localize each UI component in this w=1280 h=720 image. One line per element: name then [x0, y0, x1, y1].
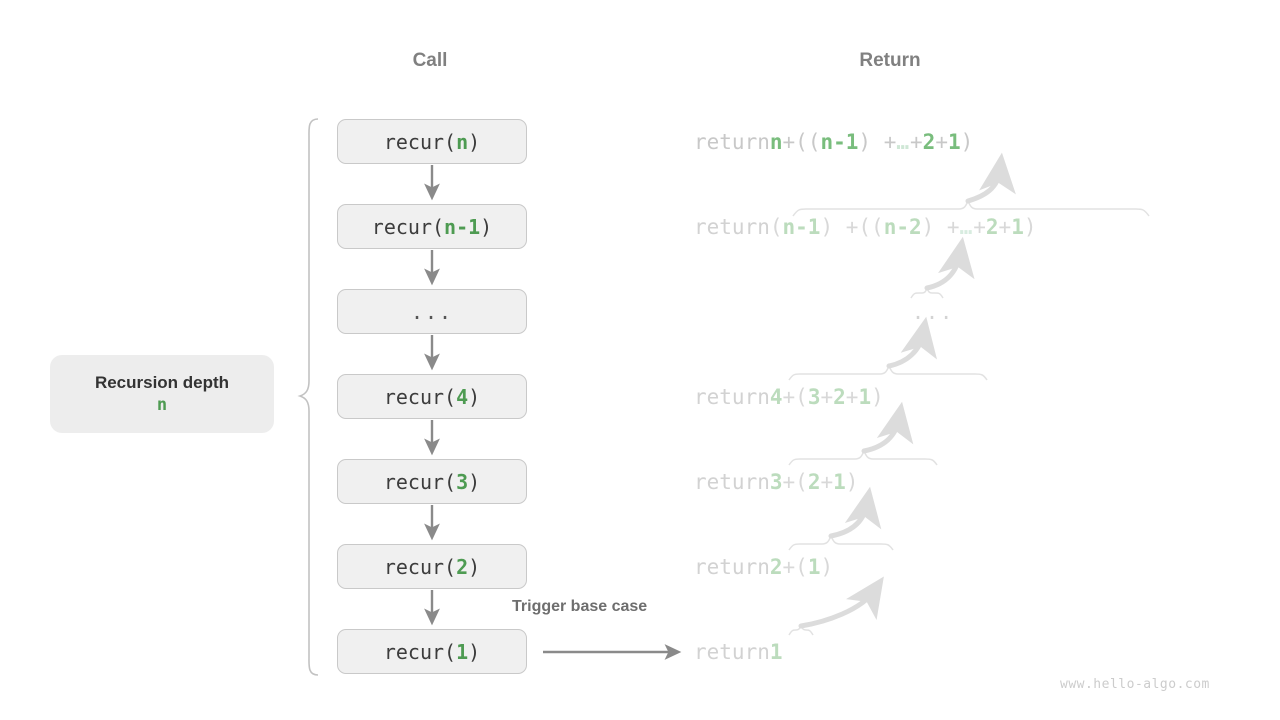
return-token: n [769, 130, 783, 154]
return-braces [788, 199, 1150, 636]
return-token: 1 [858, 385, 872, 409]
call-fn-name: recur( [383, 469, 457, 494]
return-line-3: return 4 + (3 + 2 + 1) [694, 380, 884, 414]
call-box-ellipsis: ... [337, 289, 527, 334]
call-box-1: recur(1) [337, 629, 527, 674]
return-token: + [973, 215, 986, 239]
recursion-depth-title: Recursion depth [94, 373, 230, 392]
return-token: + [845, 385, 859, 409]
return-token: 2 [922, 130, 936, 154]
call-paren-close: ) [468, 639, 481, 664]
call-fn-name: recur( [383, 554, 457, 579]
return-token: ) [1023, 215, 1037, 239]
return-token: ) [960, 130, 974, 154]
call-arg: 1 [456, 639, 469, 664]
return-token: ) + [858, 130, 897, 154]
return-token: ( [769, 215, 783, 239]
call-paren-close: ) [480, 214, 493, 239]
return-keyword: return [694, 555, 770, 579]
return-line-1: return n + ((n-1) + … + 2 + 1) [694, 125, 973, 159]
return-ellipsis: ... [912, 300, 955, 324]
call-box-3: recur(3) [337, 459, 527, 504]
return-keyword: return [694, 215, 770, 239]
return-line-4: return 3 + (2 + 1) [694, 465, 858, 499]
return-keyword: return [694, 640, 770, 664]
return-token: + [820, 470, 834, 494]
call-paren-close: ) [468, 129, 481, 154]
return-token: n-1 [820, 130, 859, 154]
return-keyword: return [694, 385, 770, 409]
return-token: + [782, 470, 796, 494]
call-fn-name: recur( [383, 129, 457, 154]
recursion-depth-brace [297, 118, 319, 676]
return-keyword: return [694, 130, 770, 154]
watermark: www.hello-algo.com [1060, 677, 1210, 692]
return-keyword: return [694, 470, 770, 494]
return-token: 3 [769, 470, 783, 494]
return-token: 2 [985, 215, 999, 239]
return-token: n-1 [782, 215, 821, 239]
return-token: + [782, 130, 796, 154]
call-box-ellipsis-text: ... [410, 299, 454, 324]
call-fn-name: recur( [383, 384, 457, 409]
return-line-6: return 1 [694, 635, 783, 669]
call-fn-name: recur( [383, 639, 457, 664]
column-header-call: Call [412, 50, 448, 71]
return-token: 1 [1011, 215, 1024, 239]
return-token: 2 [833, 385, 846, 409]
return-token: ( [795, 555, 808, 579]
return-token: 3 [807, 385, 821, 409]
return-token: 1 [769, 640, 783, 664]
call-box-2: recur(2) [337, 544, 527, 589]
call-box-4: recur(4) [337, 374, 527, 419]
return-token: + [782, 385, 796, 409]
column-header-return: Return [859, 50, 921, 71]
return-token: … [896, 130, 910, 154]
return-token: n-2 [883, 215, 922, 239]
call-fn-name: recur( [371, 214, 445, 239]
return-token: 1 [833, 470, 846, 494]
call-arg: n [456, 129, 469, 154]
return-token: + [998, 215, 1012, 239]
return-token: (( [858, 215, 884, 239]
return-token: ) [845, 470, 859, 494]
call-paren-close: ) [468, 469, 481, 494]
return-token: ( [795, 470, 808, 494]
call-paren-close: ) [468, 554, 481, 579]
return-token: ) + [921, 215, 960, 239]
return-token: 2 [807, 470, 821, 494]
return-token: 1 [807, 555, 821, 579]
trigger-base-case-label: Trigger base case [512, 598, 648, 615]
return-token: (( [795, 130, 821, 154]
return-token: + [820, 385, 834, 409]
return-line-2: return (n-1) + ((n-2) + … + 2 + 1) [694, 210, 1037, 244]
recursion-depth-value: n [156, 395, 168, 415]
call-arg: n-1 [444, 214, 481, 239]
return-token: ) + [820, 215, 859, 239]
return-token: 4 [769, 385, 783, 409]
return-token: … [959, 215, 974, 239]
call-arg: 3 [456, 469, 469, 494]
recursion-depth-card: Recursion depth n [50, 355, 274, 433]
return-token: ( [795, 385, 808, 409]
call-arg: 4 [456, 384, 469, 409]
return-token: 2 [769, 555, 783, 579]
return-token: + [782, 555, 796, 579]
return-token: ) [820, 555, 834, 579]
return-token: ) [871, 385, 884, 409]
return-token: + [935, 130, 948, 154]
return-token: + [910, 130, 923, 154]
return-line-5: return 2 + (1) [694, 550, 833, 584]
call-box-n-1: recur(n-1) [337, 204, 527, 249]
call-paren-close: ) [468, 384, 481, 409]
call-arg: 2 [456, 554, 469, 579]
call-box-n: recur(n) [337, 119, 527, 164]
return-token: 1 [947, 130, 961, 154]
